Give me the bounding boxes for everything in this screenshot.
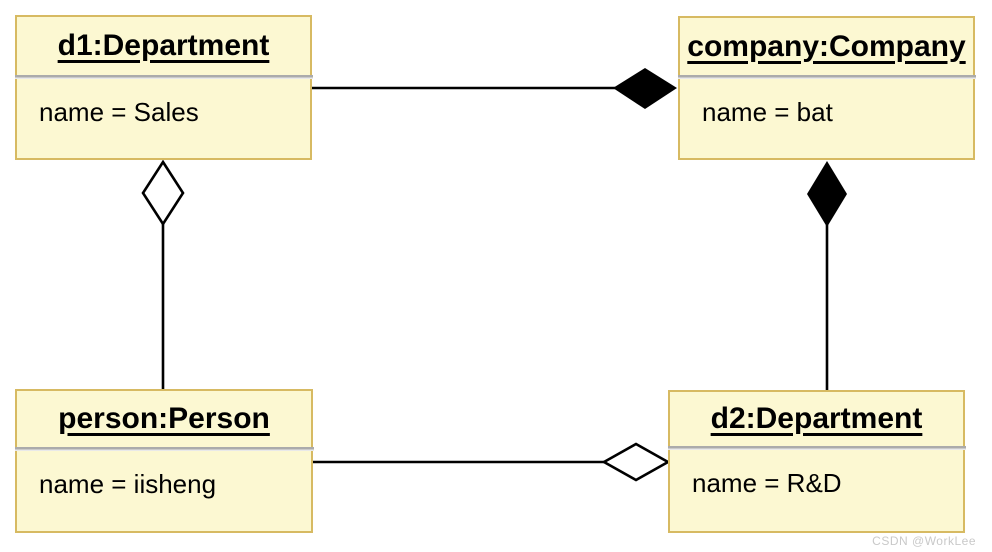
object-title: d2:Department bbox=[710, 402, 923, 435]
object-attribute: name = R&D bbox=[692, 468, 842, 498]
aggregation-diamond-icon bbox=[601, 442, 671, 482]
object-node-d1: d1:Department name = Sales bbox=[14, 15, 313, 160]
object-node-person: person:Person name = iisheng bbox=[14, 389, 314, 533]
compartment-divider bbox=[14, 447, 314, 451]
object-attribute: name = Sales bbox=[39, 97, 199, 127]
composition-diamond-icon bbox=[807, 161, 847, 227]
object-node-company: company:Company name = bat bbox=[677, 16, 976, 160]
object-title: company:Company bbox=[687, 29, 966, 63]
object-node-d2: d2:Department name = R&D bbox=[667, 390, 966, 533]
compartment-divider bbox=[14, 75, 313, 79]
object-attribute: name = iisheng bbox=[39, 469, 217, 499]
aggregation-diamond-icon bbox=[141, 159, 185, 227]
object-title: person:Person bbox=[58, 402, 270, 435]
composition-diamond-icon bbox=[613, 68, 677, 109]
object-title: d1:Department bbox=[57, 29, 270, 62]
compartment-divider bbox=[667, 446, 966, 450]
watermark: CSDN @WorkLee bbox=[872, 534, 976, 548]
compartment-divider bbox=[677, 75, 976, 79]
object-attribute: name = bat bbox=[702, 97, 833, 127]
